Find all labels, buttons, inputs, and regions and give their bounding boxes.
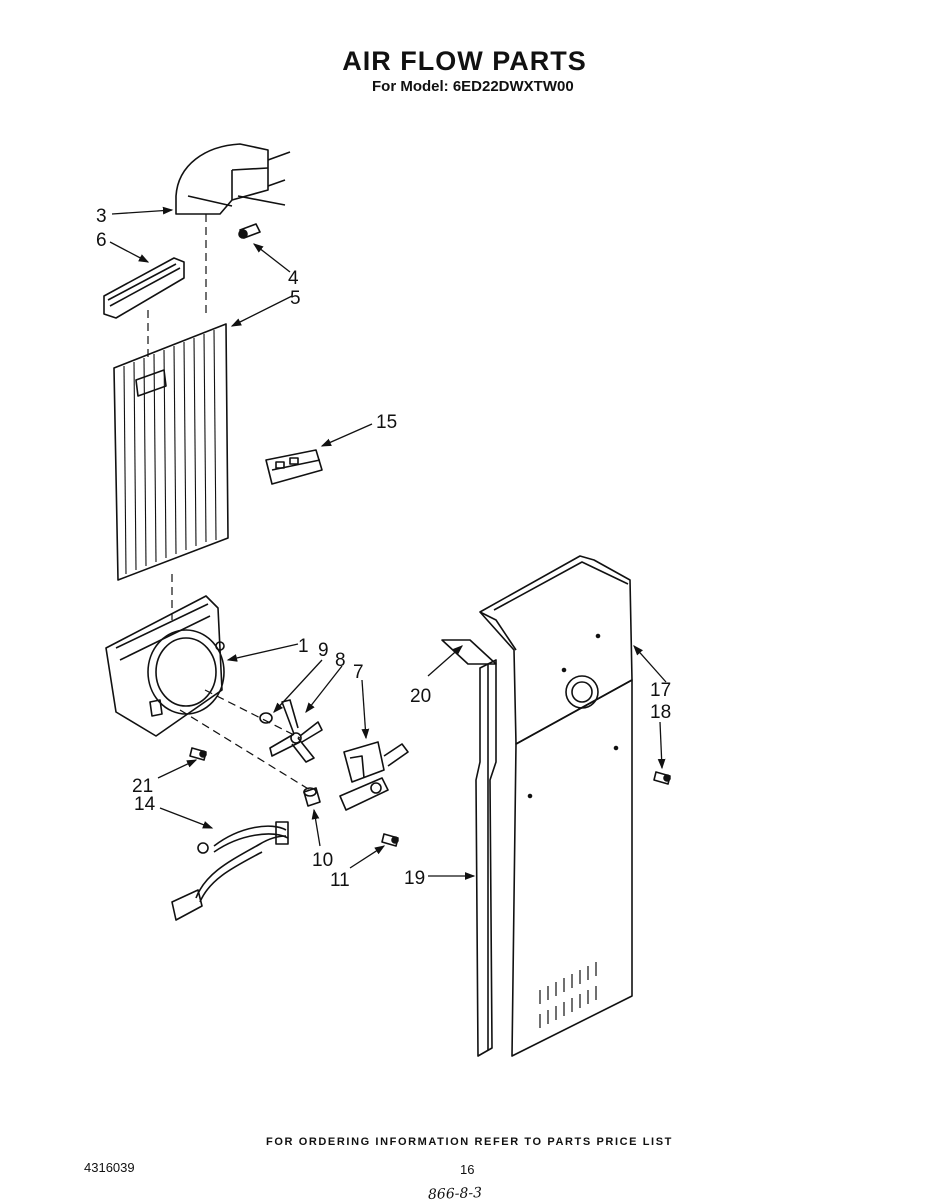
part-18-screw: [653, 771, 671, 785]
part-14-wire-harness: [171, 821, 289, 921]
part-20-seal-strip: [441, 639, 497, 665]
callout-5: 5: [290, 288, 301, 309]
part-6-grille: [103, 257, 185, 319]
callout-11: 11: [330, 870, 350, 891]
callout-15: 15: [376, 412, 397, 433]
part-10-grommet: [303, 787, 321, 807]
part-7-fan-motor: [339, 741, 409, 811]
callout-17: 17: [650, 680, 671, 701]
callout-7: 7: [353, 662, 364, 683]
part-11-screw: [381, 833, 399, 847]
page-title: AIR FLOW PARTS: [342, 46, 587, 76]
part-8-fan-blade: [269, 699, 323, 763]
callout-20: 20: [410, 686, 431, 707]
model-subtitle: For Model: 6ED22DWXTW00: [372, 78, 574, 95]
part-9-nut: [259, 712, 273, 724]
part-15-bracket: [265, 449, 323, 485]
page-number: 16: [460, 1162, 475, 1177]
callout-19: 19: [404, 868, 425, 889]
part-21-screw: [189, 747, 207, 761]
callout-10: 10: [312, 850, 333, 871]
callout-8: 8: [335, 650, 346, 671]
part-3-duct-cover: [175, 143, 291, 215]
callout-3: 3: [96, 206, 107, 227]
document-number: 4316039: [84, 1160, 135, 1175]
callout-9: 9: [318, 640, 329, 661]
part-19-side-rail: [475, 659, 497, 1057]
callout-1: 1: [298, 636, 309, 657]
callout-14: 14: [134, 794, 156, 815]
part-5-evaporator-cover: [113, 323, 229, 581]
part-17-rear-panel: [479, 555, 633, 1057]
callout-4: 4: [288, 268, 299, 289]
ordering-note: FOR ORDERING INFORMATION REFER TO PARTS …: [266, 1136, 673, 1148]
callout-21: 21: [132, 776, 153, 797]
callout-18: 18: [650, 702, 671, 723]
handwritten-note: 866-8-3: [427, 1185, 483, 1203]
part-1-fan-housing: [105, 595, 225, 737]
part-4-screw: [238, 223, 261, 239]
callout-6: 6: [96, 230, 107, 251]
